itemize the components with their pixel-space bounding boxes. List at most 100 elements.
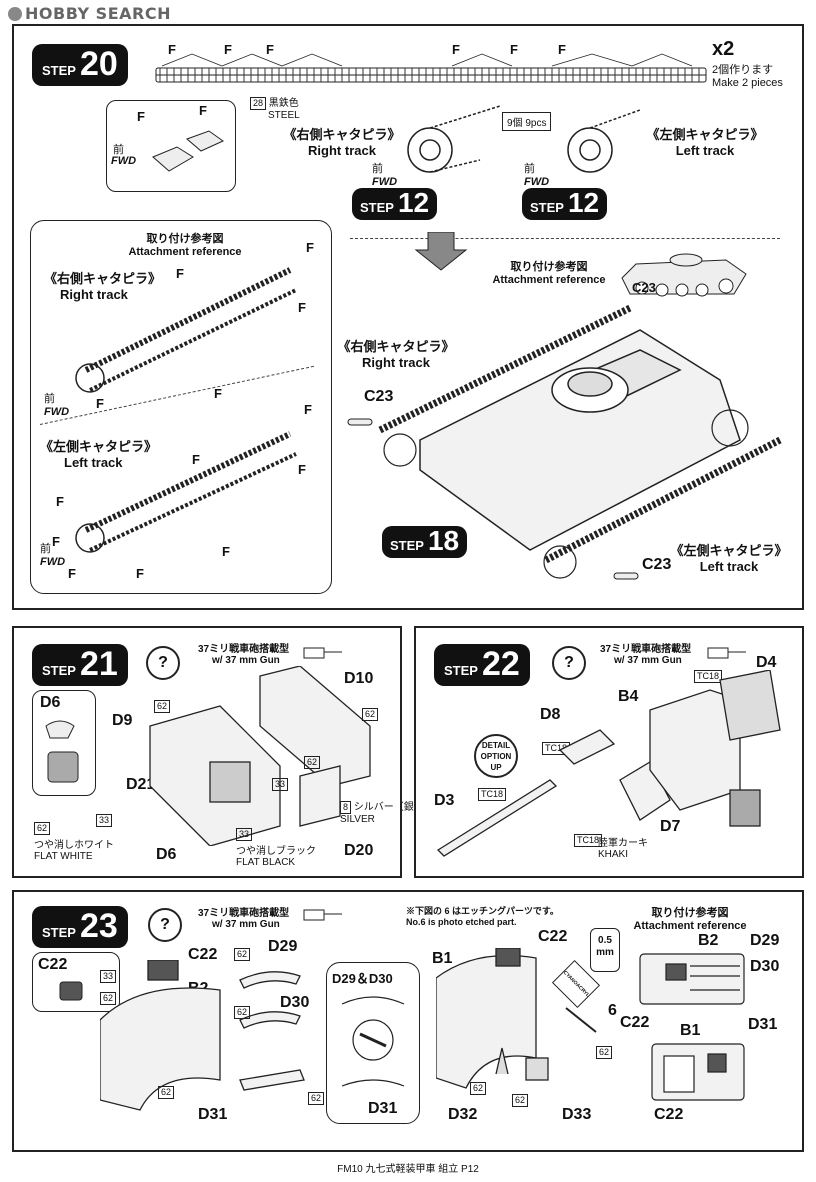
steel-note: 28 黒鉄色 STEEL [250,94,300,121]
drill-size: 0.5 [598,935,612,946]
ref-fwd-left: 前 FWD [40,540,65,568]
top-panel [12,24,804,610]
fwd-jp: 前 [44,393,55,405]
part-d6-b: D6 [156,846,177,863]
right-jp: 《右側キャタピラ》 [337,339,455,354]
step22-parts-diagram [436,670,781,857]
ref-d31: D31 [748,1016,778,1033]
num-62: 62 [596,1046,613,1059]
gun-en: w/ 37 mm Gun [212,919,280,930]
gun-en: w/ 37 mm Gun [212,655,280,666]
part-d31: D31 [198,1106,228,1123]
watermark: HOBBY SEARCH [8,4,171,23]
part-b1: B1 [432,950,453,967]
option-text: OPTION [480,752,512,761]
ref-left-track-drawing [75,431,297,553]
left-jp: 《左側キャタピラ》 [670,543,788,558]
part-d3: D3 [434,792,455,809]
f-label: F [56,494,64,509]
part-d10: D10 [344,670,374,687]
part-d31-b: D31 [368,1100,398,1117]
fwd-jp: 前 [113,144,124,156]
ref-d29: D29 [750,932,780,949]
gun-en: w/ 37 mm Gun [614,655,682,666]
fwd-right: 前 FWD [372,160,397,188]
attach-title-23: 取り付け参考図 Attachment reference [620,904,760,932]
num-62: 62 [234,1006,251,1019]
variant-choice-icon: ? [146,646,180,680]
white-note: つや消しホワイト FLAT WHITE [34,836,114,862]
c23-label-bottom: C23 [642,556,672,573]
attach-title-right: 取り付け参考図 Attachment reference [474,258,624,286]
gun-variant-23: 37ミリ戦車砲搭載型 w/ 37 mm Gun [198,904,289,930]
f-label: F [52,534,60,549]
ref-right-track-title: 《右側キャタピラ》 Right track [44,268,161,302]
c22-detail-box [32,952,120,1012]
part-d20: D20 [344,842,374,859]
right-en: Right track [362,355,430,370]
num-62: 62 [154,700,171,713]
make-two: x2 2個作ります Make 2 pieces [712,38,783,89]
link-detail-callout: F F 前 FWD [106,100,236,192]
num-33: 33 [100,970,117,983]
fwd-jp: 前 [372,163,383,175]
paint-number: 8 [340,801,352,814]
ref-right-track-drawing [75,267,297,393]
drill-unit: mm [596,947,614,958]
part-d7: D7 [660,818,681,835]
num-62: 62 [100,992,117,1005]
variant-choice-icon: ? [148,908,182,942]
left-en: Left track [675,143,735,158]
ref-d30: D30 [750,958,780,975]
f-label: F [224,42,232,57]
f-label: F [222,544,230,559]
drill-size-badge: 0.5 mm [590,928,620,972]
variant-choice-icon: ? [552,646,586,680]
num-62: 62 [470,1082,487,1095]
white-en: FLAT WHITE [34,851,93,862]
ref-left-track-title: 《左側キャタピラ》 Left track [40,436,157,470]
steel-en: STEEL [268,110,300,121]
fwd-left: 前 FWD [524,160,549,188]
track-link-icon [152,130,224,172]
ref-b1-drawing [651,1043,745,1101]
black-jp: つや消しブラック [236,846,316,857]
d6-part-icon [45,720,79,783]
c22-part-icon [59,981,83,1001]
step23-left-diagram [100,960,305,1111]
ref-b2-drawing [639,953,745,1005]
f-label: F [68,566,76,581]
gun-variant-22: 37ミリ戦車砲搭載型 w/ 37 mm Gun [600,640,691,666]
part-d9: D9 [112,712,133,729]
gun-jp: 37ミリ戦車砲搭載型 [198,644,290,655]
num-33: 33 [236,828,253,841]
ref-b1: B1 [680,1022,701,1039]
f-label: F [510,42,518,57]
attach-jp: 取り付け参考図 [510,261,588,273]
attachment-reference-box [30,220,332,594]
track-f-labels: F F F F F F [160,42,680,62]
attach-jp: 取り付け参考図 [146,233,224,245]
khaki-note: 陸軍カーキ KHAKI [598,834,648,860]
make-jp: 2個作ります [712,64,774,76]
num-62: 62 [158,1086,175,1099]
right-jp: 《右側キャタピラ》 [44,271,162,286]
watermark-logo-icon [8,7,22,21]
black-en: FLAT BLACK [236,857,296,868]
fwd-en: FWD [40,556,66,568]
left-track-loop-diagram [567,109,641,173]
right-en: Right track [308,143,376,158]
steel-jp: 黒鉄色 [268,98,299,109]
fwd-en: FWD [44,406,70,418]
fwd-en: FWD [111,155,137,167]
left-jp: 《左側キャタピラ》 [40,439,158,454]
small-tank-icon [621,253,747,297]
d6-detail-box [32,690,96,796]
part-d30: D30 [280,994,310,1011]
num-62: 62 [512,1094,529,1107]
khaki-en: KHAKI [598,849,629,860]
part-d4: D4 [756,654,777,671]
